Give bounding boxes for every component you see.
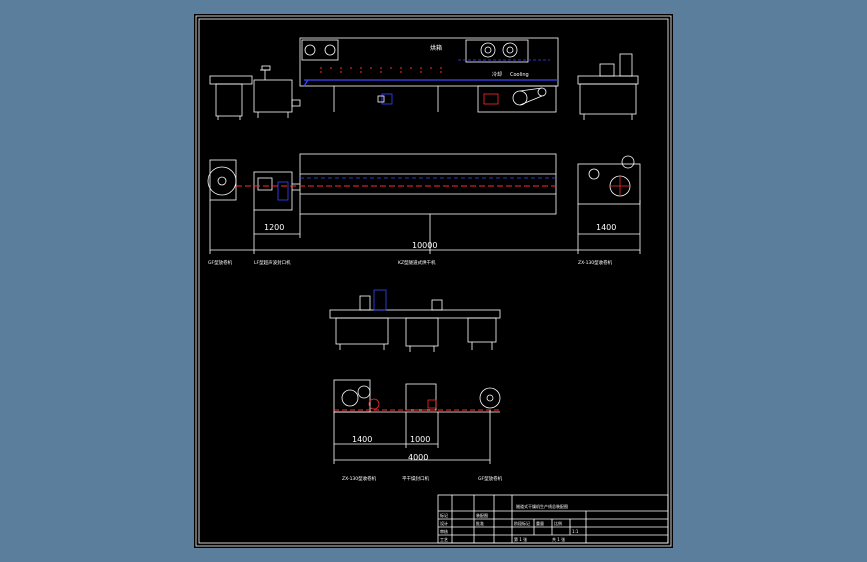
outer-border bbox=[195, 15, 672, 547]
tb-sheets-total: 共 1 张 bbox=[552, 536, 565, 542]
tb-design: 设计 bbox=[440, 520, 448, 526]
label-winder: ZX-130型收卷机 bbox=[578, 259, 613, 266]
label2-right: GF型放卷机 bbox=[478, 475, 503, 482]
tb-scale-value: 1:1 bbox=[572, 529, 579, 534]
tb-part: 装配图 bbox=[476, 512, 488, 518]
label-sealer: LF型超声波封口机 bbox=[254, 259, 291, 266]
dim2-mid: 1000 bbox=[410, 435, 430, 444]
tb-approve: 批准 bbox=[476, 520, 484, 526]
dim2-total: 4000 bbox=[408, 453, 428, 462]
unwind-roll bbox=[207, 166, 237, 196]
top-elevation-view bbox=[209, 37, 639, 120]
plan-view bbox=[207, 153, 641, 254]
conveyor-belt bbox=[303, 79, 558, 87]
dim-total: 10000 bbox=[412, 241, 437, 250]
label2-mid: 平干燥封口机 bbox=[402, 475, 429, 482]
label-oven: KZ型隧道式烘干机 bbox=[398, 259, 436, 266]
label-heat-zone: 烘箱 bbox=[430, 44, 442, 52]
dim-left: 1200 bbox=[264, 223, 284, 232]
tb-check: 审核 bbox=[440, 528, 448, 534]
drawing-sheet: 烘箱 冷却 Cooling bbox=[194, 14, 673, 548]
winder-plan bbox=[577, 163, 641, 205]
tb-weight: 重量 bbox=[536, 520, 544, 526]
tb-revision: 标记 bbox=[440, 512, 448, 518]
tb-scale-label: 比例 bbox=[554, 520, 562, 526]
heater-elements bbox=[320, 67, 442, 73]
drawing-svg: 烘箱 冷却 Cooling bbox=[195, 15, 672, 547]
feed-stand bbox=[215, 83, 243, 117]
label2-left: ZX-130型收卷机 bbox=[342, 475, 377, 482]
heater-box-left bbox=[301, 39, 339, 61]
line2-table bbox=[329, 309, 501, 319]
tb-process: 工艺 bbox=[440, 537, 448, 542]
drive-unit bbox=[477, 85, 557, 113]
title-block bbox=[437, 494, 669, 544]
oven-plan bbox=[299, 153, 557, 215]
inner-border bbox=[198, 18, 669, 544]
oven-body bbox=[299, 37, 559, 87]
sealer-plan bbox=[253, 171, 293, 211]
title-text: 隧道式干燥机生产线总装配图 bbox=[516, 503, 568, 509]
feed-table bbox=[209, 75, 253, 85]
dim-right: 1400 bbox=[596, 223, 616, 232]
tb-sheet: 第 1 张 bbox=[514, 536, 527, 542]
label-cool-zone: 冷却 bbox=[492, 71, 502, 78]
winder-cabinet bbox=[579, 83, 637, 115]
label-unwinder: GF型放卷机 bbox=[208, 259, 233, 266]
tb-stage: 阶段标记 bbox=[514, 520, 530, 526]
label-cooling-en: Cooling bbox=[510, 72, 529, 78]
sealer-cabinet bbox=[253, 79, 293, 113]
second-line-plan bbox=[333, 379, 501, 464]
winder-table bbox=[577, 75, 639, 85]
second-line-elevation bbox=[329, 289, 501, 352]
cooling-box bbox=[465, 39, 529, 63]
dim2-left: 1400 bbox=[352, 435, 372, 444]
